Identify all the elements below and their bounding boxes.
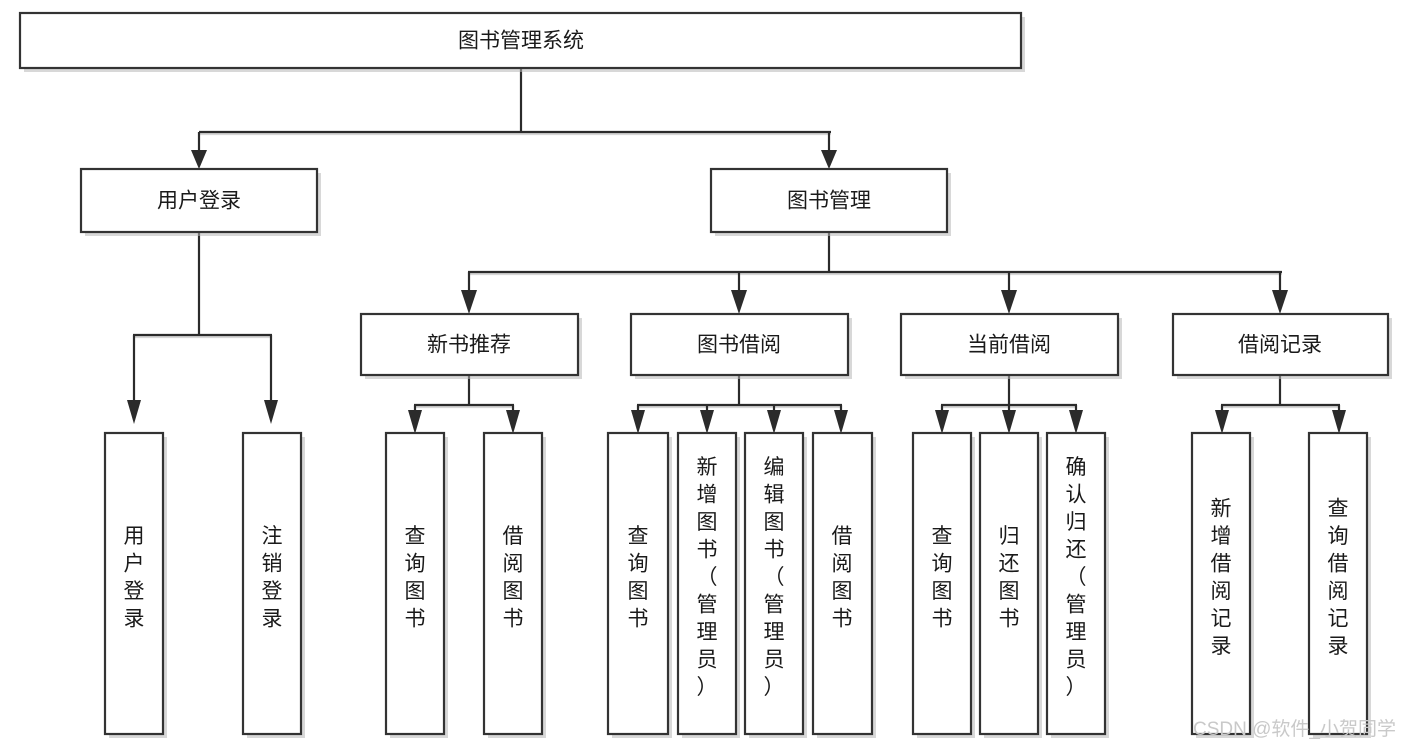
arrow-head-icon bbox=[461, 290, 477, 314]
leaf-box[interactable] bbox=[811, 431, 874, 736]
leaf-box[interactable] bbox=[103, 431, 165, 736]
node-new-book-recommend-label: 新书推荐 bbox=[427, 334, 511, 357]
leaf-user-login-1[interactable]: 注销登录 bbox=[241, 431, 303, 736]
csdn-watermark: CSDN @软件_小贺同学 bbox=[1193, 718, 1396, 740]
leaf-current-borrow-2[interactable]: 确认归还（管理员） bbox=[1045, 431, 1107, 736]
node-book-management[interactable]: 图书管理 bbox=[709, 167, 949, 234]
leaf-book-borrow-0[interactable]: 查询图书 bbox=[606, 431, 670, 736]
node-book-management-box[interactable] bbox=[709, 167, 949, 234]
arrow-head-icon bbox=[264, 400, 278, 424]
arrow-head-icon bbox=[1332, 410, 1346, 434]
node-root-label: 图书管理系统 bbox=[458, 30, 584, 53]
arrow-head-icon bbox=[1002, 410, 1016, 434]
leaf-label: 新增图书（管理员） bbox=[697, 456, 718, 699]
arrow-head-icon bbox=[935, 410, 949, 434]
leaf-label: 用户登录 bbox=[124, 525, 145, 631]
node-root[interactable]: 图书管理系统 bbox=[18, 11, 1023, 70]
leaf-user-login-0[interactable]: 用户登录 bbox=[103, 431, 165, 736]
arrow-head-icon bbox=[1215, 410, 1229, 434]
node-user-login-label: 用户登录 bbox=[157, 190, 241, 213]
leaf-book-borrow-1[interactable]: 新增图书（管理员） bbox=[676, 431, 738, 736]
leaf-label: 查询图书 bbox=[932, 525, 953, 631]
arrow-head-icon bbox=[631, 410, 645, 434]
node-new-book-recommend[interactable]: 新书推荐 bbox=[359, 312, 580, 377]
node-current-borrow-label: 当前借阅 bbox=[967, 334, 1051, 357]
leaf-book-borrow-2[interactable]: 编辑图书（管理员） bbox=[743, 431, 805, 736]
node-book-borrow-label: 图书借阅 bbox=[697, 334, 781, 357]
arrow-head-icon bbox=[127, 400, 141, 424]
leaf-box[interactable] bbox=[978, 431, 1040, 736]
node-current-borrow[interactable]: 当前借阅 bbox=[899, 312, 1120, 377]
leaf-label: 借阅图书 bbox=[832, 525, 853, 631]
leaf-label: 注销登录 bbox=[262, 525, 283, 631]
arrow-head-icon bbox=[1272, 290, 1288, 314]
arrow-head-icon bbox=[767, 410, 781, 434]
node-new-book-recommend-box[interactable] bbox=[359, 312, 580, 377]
arrow-head-icon bbox=[506, 410, 520, 434]
leaf-box[interactable] bbox=[1045, 431, 1107, 736]
node-book-management-label: 图书管理 bbox=[787, 190, 871, 213]
node-book-borrow[interactable]: 图书借阅 bbox=[629, 312, 850, 377]
leaf-box[interactable] bbox=[482, 431, 544, 736]
arrow-head-icon bbox=[731, 290, 747, 314]
leaf-borrow-record-0[interactable]: 新增借阅记录 bbox=[1190, 431, 1252, 736]
node-current-borrow-box[interactable] bbox=[899, 312, 1120, 377]
arrow-head-icon bbox=[1001, 290, 1017, 314]
leaf-label: 归还图书 bbox=[999, 525, 1020, 631]
leaf-label: 查询图书 bbox=[405, 525, 426, 631]
leaf-box[interactable] bbox=[911, 431, 973, 736]
leaf-box[interactable] bbox=[606, 431, 670, 736]
node-borrow-record[interactable]: 借阅记录 bbox=[1171, 312, 1390, 377]
connector-layer bbox=[127, 68, 1346, 434]
node-borrow-record-box[interactable] bbox=[1171, 312, 1390, 377]
leaf-current-borrow-0[interactable]: 查询图书 bbox=[911, 431, 973, 736]
arrow-head-icon bbox=[191, 150, 207, 169]
node-borrow-record-label: 借阅记录 bbox=[1238, 334, 1322, 357]
leaf-label: 新增借阅记录 bbox=[1211, 497, 1232, 658]
arrow-head-icon bbox=[834, 410, 848, 434]
arrow-head-icon bbox=[700, 410, 714, 434]
leaf-new-book-0[interactable]: 查询图书 bbox=[384, 431, 446, 736]
leaf-box[interactable] bbox=[384, 431, 446, 736]
leaf-borrow-record-1[interactable]: 查询借阅记录 bbox=[1307, 431, 1369, 736]
leaf-box[interactable] bbox=[743, 431, 805, 736]
leaf-book-borrow-3[interactable]: 借阅图书 bbox=[811, 431, 874, 736]
arrow-head-icon bbox=[408, 410, 422, 434]
leaf-label: 查询图书 bbox=[628, 525, 649, 631]
node-book-borrow-box[interactable] bbox=[629, 312, 850, 377]
node-user-login-box[interactable] bbox=[79, 167, 319, 234]
leaf-new-book-1[interactable]: 借阅图书 bbox=[482, 431, 544, 736]
leaf-label: 借阅图书 bbox=[503, 525, 524, 631]
arrow-head-icon bbox=[1069, 410, 1083, 434]
node-root-box[interactable] bbox=[18, 11, 1023, 70]
arrow-head-icon bbox=[821, 150, 837, 169]
leaf-label: 确认归还（管理员） bbox=[1066, 456, 1087, 699]
leaf-box[interactable] bbox=[676, 431, 738, 736]
leaf-current-borrow-1[interactable]: 归还图书 bbox=[978, 431, 1040, 736]
leaf-box[interactable] bbox=[1307, 431, 1369, 736]
node-user-login[interactable]: 用户登录 bbox=[79, 167, 319, 234]
leaf-box[interactable] bbox=[241, 431, 303, 736]
leaf-label: 编辑图书（管理员） bbox=[764, 456, 785, 699]
leaf-box[interactable] bbox=[1190, 431, 1252, 736]
leaf-label: 查询借阅记录 bbox=[1328, 497, 1349, 658]
